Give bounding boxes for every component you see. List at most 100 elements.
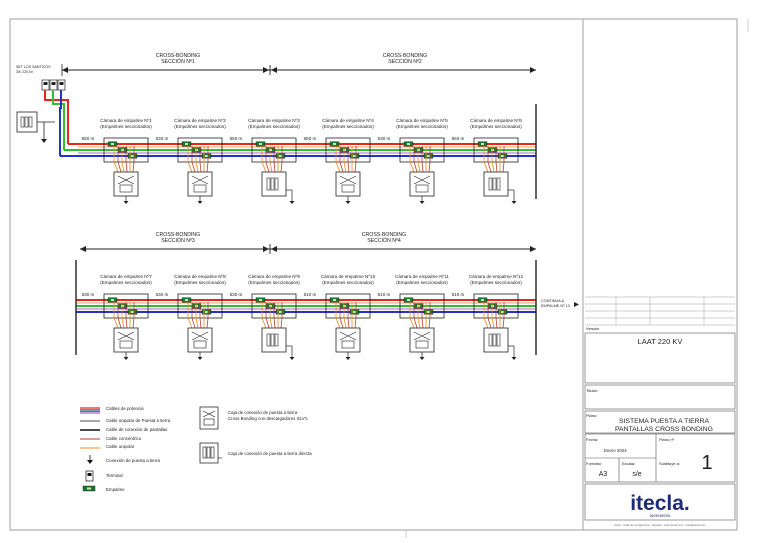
bonding-lead xyxy=(280,302,283,329)
splice-mark xyxy=(407,143,410,145)
arrow-head xyxy=(530,246,536,252)
splice-mark xyxy=(417,149,420,151)
splice-mark xyxy=(185,299,188,301)
plano-no-value: 1 xyxy=(701,452,712,474)
legend-box-label: Caja de conexión de puesta a tierra dire… xyxy=(228,451,312,456)
section-title: CROSS-BONDING xyxy=(156,232,200,238)
escala-label: Escala: xyxy=(622,461,635,466)
chamber-subtitle: (Empalmes seccionados) xyxy=(322,124,374,129)
terminal-mark xyxy=(87,473,92,476)
chamber-subtitle: (Empalmes seccionados) xyxy=(396,280,448,285)
splice-mark xyxy=(205,155,208,157)
earthing-box-bar xyxy=(266,333,271,347)
chamber-subtitle: (Empalmes seccionados) xyxy=(396,124,448,129)
svl-cross-icon xyxy=(117,331,135,341)
bonding-lead xyxy=(125,302,128,329)
distance-label: 650 m xyxy=(304,136,317,141)
svl-cross-icon xyxy=(191,175,209,185)
bonding-lead xyxy=(206,302,209,329)
project-name: LAAT 220 KV xyxy=(638,337,683,346)
earthing-box-bar xyxy=(488,333,493,347)
bonding-lead xyxy=(273,146,276,173)
legend-label: Terminal xyxy=(106,473,123,478)
bonding-lead xyxy=(121,302,125,329)
set-label: SET LOS SANTICOS xyxy=(16,65,51,69)
svl-arrester xyxy=(193,184,207,193)
svl-arrester xyxy=(341,184,355,193)
distance-label: 650 m xyxy=(82,136,95,141)
earthing-box-bar xyxy=(496,333,501,347)
splice-mark xyxy=(269,149,272,151)
section-number: SECCIÓN Nº1 xyxy=(161,58,195,65)
earthing-box-bar xyxy=(210,446,215,459)
feeder-red xyxy=(44,90,69,144)
bonding-lead xyxy=(199,146,202,173)
legend-label: Cable unipolar de Puesta a tierra xyxy=(106,418,171,423)
arrow-head xyxy=(80,246,86,252)
feeder-blue xyxy=(59,90,62,156)
plano-label: Plano: xyxy=(586,413,597,418)
splice-mark xyxy=(269,305,272,307)
chamber-name: Cámara de empalme Nº4 xyxy=(322,118,374,123)
ground-arrow-icon xyxy=(511,201,517,204)
chamber-name: Cámara de empalme Nº8 xyxy=(174,274,226,279)
section-title: CROSS-BONDING xyxy=(383,53,427,59)
splice-mark xyxy=(131,311,134,313)
ground-arrow-icon xyxy=(419,201,425,204)
fecha-value: Enero 2024 xyxy=(604,448,627,453)
ground-arrow-icon xyxy=(345,357,351,360)
continua-label: CONTINUA A xyxy=(541,299,564,303)
legend-label: Cables de potencia xyxy=(106,406,144,411)
bonding-lead xyxy=(261,146,267,173)
bonding-lead xyxy=(117,146,122,173)
bonding-lead xyxy=(421,146,424,173)
splice-mark xyxy=(343,149,346,151)
earthing-box-bar xyxy=(492,333,497,347)
bonding-lead xyxy=(502,302,505,329)
splice-mark xyxy=(259,299,262,301)
bonding-lead xyxy=(265,146,270,173)
company-logo-sub: INGENIERÍA xyxy=(650,514,671,518)
legend-label: Empalme xyxy=(106,487,125,492)
chamber-name: Cámara de empalme Nº7 xyxy=(100,274,152,279)
earthing-box-bar xyxy=(266,177,271,191)
earthing-box-bar xyxy=(270,333,275,347)
svl-cross-icon xyxy=(339,331,357,341)
splice-mark xyxy=(195,305,198,307)
svl-cross-icon xyxy=(202,410,216,418)
section-number: SECCIÓN Nº4 xyxy=(367,237,401,244)
bonding-lead xyxy=(113,146,119,173)
bonding-lead xyxy=(409,146,415,173)
earthing-box-svl xyxy=(199,406,219,430)
formato-label: Formato: xyxy=(586,461,602,466)
continua-arrow-icon xyxy=(574,302,579,307)
distance-label: 610 m xyxy=(378,292,391,297)
bonding-lead xyxy=(343,146,347,173)
distance-label: 610 m xyxy=(304,292,317,297)
bonding-lead xyxy=(428,146,431,173)
chamber-name: Cámara de empalme Nº11 xyxy=(395,274,449,279)
bonding-lead xyxy=(417,302,421,329)
distance-label: 650 m xyxy=(230,136,243,141)
svl-arrester xyxy=(341,340,355,349)
earthing-box-bar xyxy=(270,177,275,191)
chamber-subtitle: (Empalmes seccionados) xyxy=(248,280,300,285)
bonding-lead xyxy=(347,146,350,173)
bonding-lead xyxy=(343,302,347,329)
splice-mark xyxy=(279,155,282,157)
plano-no-label: Plano nº xyxy=(659,437,675,442)
distance-label: 650 m xyxy=(452,136,465,141)
distance-label: 630 m xyxy=(82,292,95,297)
earthing-box-bar xyxy=(274,333,279,347)
splice-mark xyxy=(427,311,430,313)
bonding-lead xyxy=(491,302,495,329)
splice-mark xyxy=(343,305,346,307)
feeder-green xyxy=(52,90,65,150)
formato-value: A3 xyxy=(599,471,608,478)
splice-mark xyxy=(427,155,430,157)
earthing-box-svl xyxy=(335,171,361,197)
sheet-border xyxy=(9,18,738,531)
chamber-subtitle: (Empalmes seccionados) xyxy=(248,124,300,129)
bonding-lead xyxy=(421,302,424,329)
earthing-box-direct xyxy=(16,111,38,133)
